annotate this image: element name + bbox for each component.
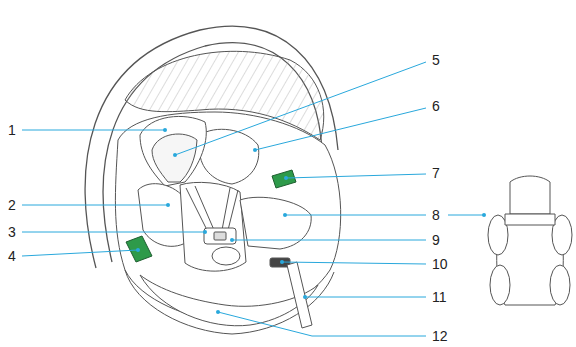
leader-line (448, 215, 484, 216)
infant-insert (488, 176, 572, 305)
harness-buckle (204, 228, 236, 244)
head-wing (200, 129, 259, 184)
leader-line (218, 312, 426, 336)
leader-line (285, 215, 426, 216)
callout-number: 5 (432, 52, 440, 68)
green-clip (272, 170, 296, 188)
leader-line (175, 62, 426, 155)
leader-line (282, 262, 426, 264)
leader-line (255, 108, 426, 150)
callout-number: 1 (8, 122, 16, 138)
callout-number: 11 (432, 289, 447, 305)
seat-shell (115, 112, 340, 322)
body-insert (180, 182, 246, 271)
leader-line (22, 250, 138, 256)
leader-line (22, 232, 205, 233)
leader-line (22, 130, 165, 131)
head-insert (152, 134, 197, 182)
callout-number: 2 (8, 197, 16, 213)
callout-number: 10 (432, 256, 448, 272)
buckle-button (214, 232, 226, 240)
leader-line (22, 205, 168, 206)
callout-number: 4 (8, 248, 16, 264)
crotch-pad (212, 247, 240, 265)
callout-number: 9 (432, 232, 440, 248)
leader-line (286, 174, 426, 178)
leader-dots (136, 128, 486, 314)
leader-lines (22, 62, 484, 336)
leader-line (232, 240, 426, 241)
leader-line (305, 297, 426, 298)
headrest (140, 116, 206, 186)
callout-number: 3 (8, 224, 16, 240)
callout-number: 7 (432, 165, 440, 181)
callout-number: 12 (432, 328, 448, 344)
side-pad-right (240, 197, 311, 249)
callout-number: 8 (432, 207, 440, 223)
harness-strap (186, 186, 238, 230)
green-clip (126, 236, 152, 262)
callout-number: 6 (432, 98, 440, 114)
belt (287, 262, 312, 328)
